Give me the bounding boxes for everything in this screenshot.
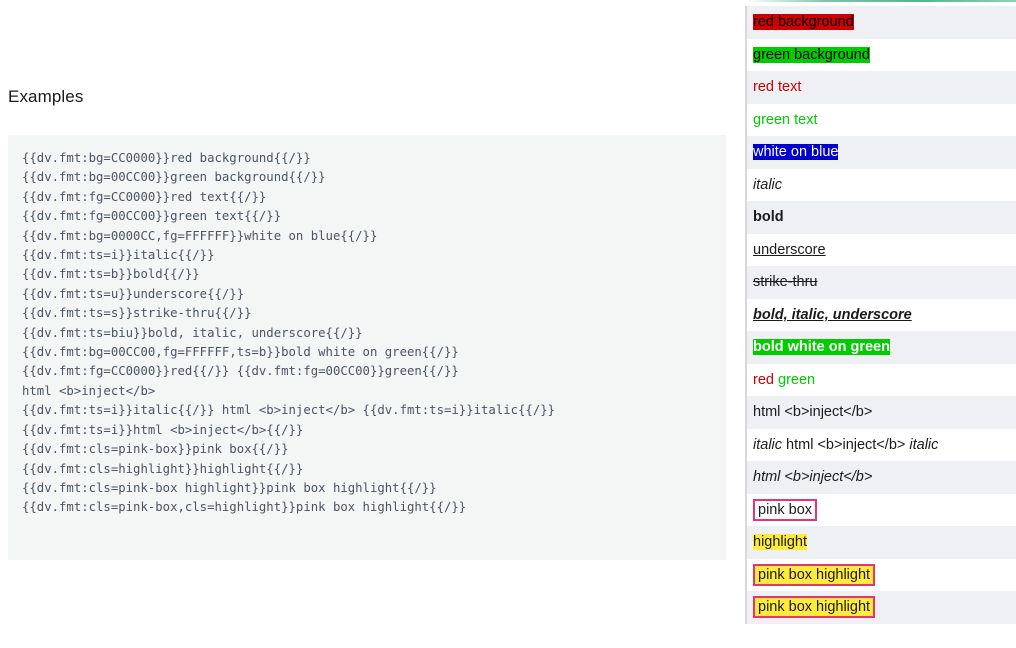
rendered-row-text: html <b>inject</b> — [753, 469, 873, 486]
rendered-row: highlight — [747, 526, 1016, 559]
page-title: Examples — [8, 87, 84, 107]
rendered-row: bold — [747, 201, 1016, 234]
rendered-row-text: underscore — [753, 241, 826, 258]
rendered-row-text: bold — [753, 209, 784, 226]
rendered-row-text: italic — [753, 176, 783, 193]
rendered-row-part: html <b>inject</b> — [786, 436, 906, 453]
code-line: {{dv.fmt:bg=00CC00}}green background{{/}… — [22, 170, 326, 185]
left-column: Examples {{dv.fmt:bg=CC0000}}red backgro… — [8, 87, 726, 560]
code-line: {{dv.fmt:bg=00CC00,fg=FFFFFF,ts=b}}bold … — [22, 345, 459, 360]
code-line: {{dv.fmt:fg=CC0000}}red text{{/}} — [22, 189, 267, 204]
rendered-row-text: bold, italic, underscore — [753, 306, 912, 323]
code-line: {{dv.fmt:cls=pink-box highlight}}pink bo… — [22, 480, 437, 495]
code-line: {{dv.fmt:bg=0000CC,fg=FFFFFF}}white on b… — [22, 228, 378, 243]
code-line: {{dv.fmt:cls=highlight}}highlight{{/}} — [22, 461, 304, 476]
code-line: html <b>inject</b> — [22, 383, 156, 398]
rendered-row: bold white on green — [747, 331, 1016, 364]
top-accent-line — [745, 0, 1016, 2]
code-line: {{dv.fmt:bg=CC0000}}red background{{/}} — [22, 151, 311, 165]
code-block: {{dv.fmt:bg=CC0000}}red background{{/}} {… — [8, 135, 726, 560]
rendered-row-text: strike-thru — [753, 274, 818, 291]
rendered-row: italic html <b>inject</b> italic — [747, 428, 1016, 461]
rendered-row: red green — [747, 363, 1016, 396]
rendered-row: pink box — [747, 493, 1016, 526]
rendered-output-panel: red background green background red text gr… — [745, 0, 1016, 648]
rendered-row: html <b>inject</b> — [747, 461, 1016, 494]
rendered-row-text: green background — [753, 46, 870, 63]
rendered-row-text: red background — [753, 14, 854, 31]
rendered-row-text: highlight — [753, 534, 808, 551]
rendered-row: red background — [747, 6, 1016, 39]
rendered-row: white on blue — [747, 136, 1016, 169]
code-line: {{dv.fmt:cls=pink-box,cls=highlight}}pin… — [22, 500, 467, 515]
rendered-row-text: red text — [753, 79, 802, 96]
rendered-row: green text — [747, 103, 1016, 136]
rendered-row: bold, italic, underscore — [747, 298, 1016, 331]
rendered-row-text: pink box highlight — [753, 563, 876, 586]
rendered-row-text: html <b>inject</b> — [753, 404, 873, 421]
rendered-row: red text — [747, 71, 1016, 104]
code-line: {{dv.fmt:ts=b}}bold{{/}} — [22, 267, 200, 282]
code-line: {{dv.fmt:ts=u}}underscore{{/}} — [22, 286, 245, 301]
code-line: {{dv.fmt:ts=i}}italic{{/}} html <b>injec… — [22, 403, 556, 418]
code-line: {{dv.fmt:ts=i}}html <b>inject</b>{{/}} — [22, 422, 304, 437]
code-line: {{dv.fmt:ts=biu}}bold, italic, underscor… — [22, 325, 363, 340]
rendered-row: green background — [747, 38, 1016, 71]
code-line: {{dv.fmt:fg=00CC00}}green text{{/}} — [22, 209, 282, 224]
rendered-row-text: bold white on green — [753, 339, 890, 356]
code-line: {{dv.fmt:fg=CC0000}}red{{/}} {{dv.fmt:fg… — [22, 364, 459, 379]
code-line: {{dv.fmt:ts=s}}strike-thru{{/}} — [22, 306, 252, 321]
rendered-row-text: white on blue — [753, 144, 839, 161]
rendered-row-part: green — [778, 371, 816, 388]
rendered-row-part: italic — [909, 436, 939, 453]
rendered-row: pink box highlight — [747, 558, 1016, 591]
code-line: {{dv.fmt:cls=pink-box}}pink box{{/}} — [22, 442, 289, 457]
rendered-row-text: green text — [753, 111, 818, 128]
rendered-row-text: pink box highlight — [753, 596, 876, 619]
rendered-row-text: pink box — [753, 498, 818, 521]
rendered-row: underscore — [747, 233, 1016, 266]
rendered-row: pink box highlight — [747, 591, 1016, 624]
code-line: {{dv.fmt:ts=i}}italic{{/}} — [22, 248, 215, 263]
rendered-rows-list: red background green background red text gr… — [745, 6, 1016, 624]
rendered-row: strike-thru — [747, 266, 1016, 299]
rendered-row-part: red — [753, 371, 774, 388]
rendered-row: html <b>inject</b> — [747, 396, 1016, 429]
rendered-row: italic — [747, 168, 1016, 201]
rendered-row-part: italic — [753, 436, 783, 453]
